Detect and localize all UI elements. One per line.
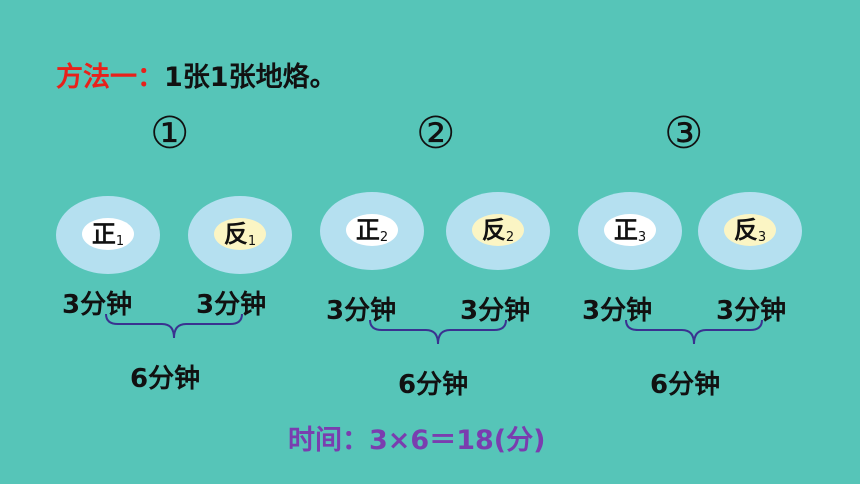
back-time: 3分钟 — [716, 296, 787, 326]
pancake-front: 正1 — [82, 218, 134, 250]
pan: 正2 — [320, 192, 424, 270]
time-formula: 时间：3×6＝18(分) — [288, 425, 546, 456]
pan: 正1 — [56, 196, 160, 274]
back-time: 3分钟 — [196, 290, 267, 320]
pancake-front: 正3 — [604, 214, 656, 246]
total-time: 6分钟 — [398, 370, 469, 400]
pan: 正3 — [578, 192, 682, 270]
pan: 反2 — [446, 192, 550, 270]
pancake-back: 反1 — [214, 218, 266, 250]
brace — [369, 319, 507, 345]
pancake-back: 反2 — [472, 214, 524, 246]
step-number: ③ — [664, 108, 704, 159]
total-time: 6分钟 — [650, 370, 721, 400]
back-time: 3分钟 — [460, 296, 531, 326]
pancake-back: 反3 — [724, 214, 776, 246]
front-time: 3分钟 — [326, 296, 397, 326]
method-lead: 方法一： — [56, 62, 164, 93]
pancake-front: 正2 — [346, 214, 398, 246]
step-number: ① — [150, 108, 190, 159]
pan: 反3 — [698, 192, 802, 270]
pan: 反1 — [188, 196, 292, 274]
method-text: 1张1张地烙。 — [164, 62, 337, 93]
method-title: 方法一：1张1张地烙。 — [56, 55, 337, 94]
brace — [105, 313, 243, 339]
front-time: 3分钟 — [582, 296, 653, 326]
total-time: 6分钟 — [130, 364, 201, 394]
front-time: 3分钟 — [62, 290, 133, 320]
step-number: ② — [416, 108, 456, 159]
brace — [625, 319, 763, 345]
